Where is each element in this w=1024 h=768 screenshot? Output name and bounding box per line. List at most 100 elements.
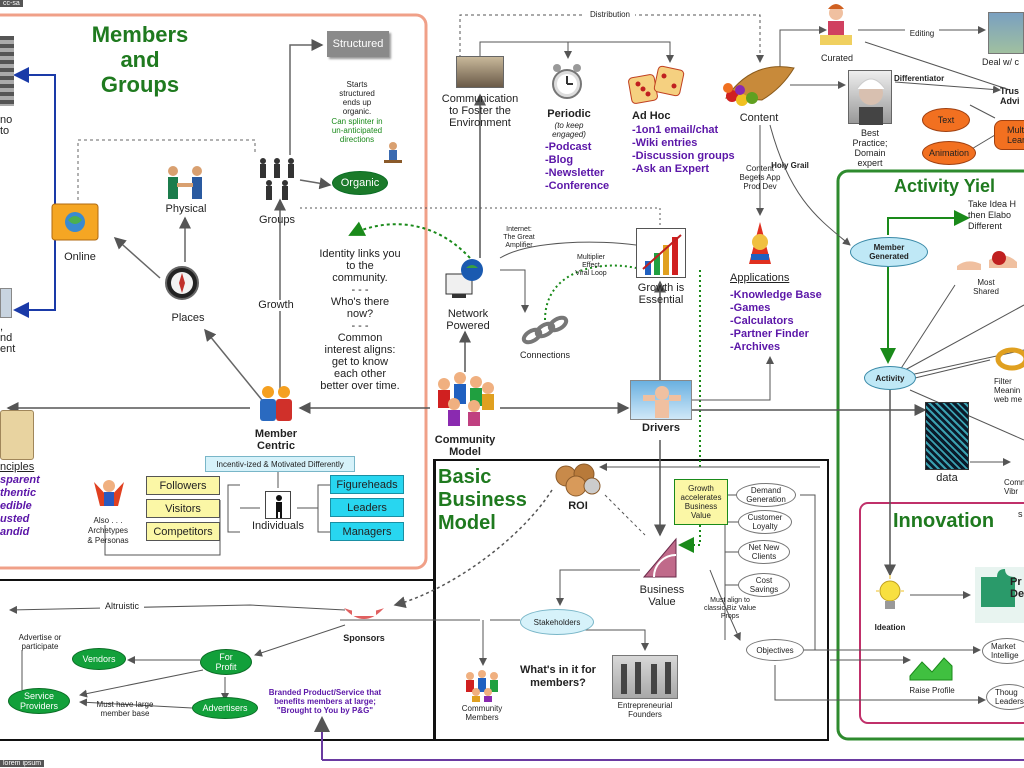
figureheads-box: Figureheads xyxy=(330,475,404,494)
incentivized-banner: Incentiv-ized & Motivated Differently xyxy=(205,456,355,472)
internet-label: Internet: The Great Amplifier xyxy=(503,226,535,249)
stakeholders-node: Stakeholders xyxy=(520,609,594,635)
customer-loyalty-node: Customer Loyalty xyxy=(738,510,792,534)
applications-list: -Knowledge Base-Games-Calculators-Partne… xyxy=(730,289,822,354)
bbm-title-line-3: Model xyxy=(438,512,496,534)
application-item: -Games xyxy=(730,302,771,314)
followers-box: Followers xyxy=(146,476,220,495)
community-model-label: Community Model xyxy=(434,434,496,458)
community-members-icon xyxy=(462,668,502,702)
title-line-1: Members xyxy=(91,22,189,47)
text-node: Text xyxy=(922,108,970,132)
climber-icon xyxy=(380,140,406,166)
individual-person-icon xyxy=(265,491,291,519)
periodic-item: -Conference xyxy=(545,180,610,192)
content-begets-label: Content Begets App Prod Dev xyxy=(739,164,781,191)
thought-leaders-node: Thoug Leaders xyxy=(986,684,1024,710)
managers-box: Managers xyxy=(330,522,404,541)
organic-node: Organic xyxy=(332,171,388,195)
differentiator-label: Differentiator xyxy=(894,74,945,83)
periodic-subtitle: (to keep engaged) xyxy=(552,121,586,139)
community-crowd-icon xyxy=(432,368,498,428)
members-groups-title: Members and Groups xyxy=(80,22,200,97)
periodic-item: -Blog xyxy=(545,154,574,166)
growth-arrow-label: Growth xyxy=(252,300,300,311)
network-powered-label: Network Powered xyxy=(446,308,490,332)
holy-grail-label: Holy Grail xyxy=(771,161,809,170)
application-item: -Calculators xyxy=(730,315,794,327)
curator-person-icon xyxy=(816,3,856,49)
trust-label: Trus Advi xyxy=(1000,86,1020,106)
cost-savings-node: Cost Savings xyxy=(738,573,790,597)
service-providers-node: Service Providers xyxy=(8,688,70,714)
principle-item: andid xyxy=(0,526,30,538)
principle-item: sparent xyxy=(0,474,40,486)
dice-icon xyxy=(626,64,686,108)
footer-tag: lorem ipsum xyxy=(0,760,45,767)
identity-text: Identity links you to the community. - -… xyxy=(319,248,401,392)
scroll-icon xyxy=(0,410,34,460)
take-idea-text: Take Idea H then Elabo Different xyxy=(968,199,1017,231)
deal-landscape-photo xyxy=(988,12,1024,54)
online-label: Online xyxy=(64,251,96,263)
principle-item: usted xyxy=(0,513,30,525)
business-model-title: Basic Business Model xyxy=(438,466,548,535)
periodic-item: -Newsletter xyxy=(545,167,605,179)
deal-label: Deal w/ c xyxy=(982,57,1020,67)
communication-label: Communication to Foster the Environment xyxy=(441,93,519,129)
application-item: -Knowledge Base xyxy=(730,289,822,301)
leaders-box: Leaders xyxy=(330,498,404,517)
title-line-3: Groups xyxy=(100,72,180,97)
roi-label: ROI xyxy=(568,500,588,512)
groups-label: Groups xyxy=(258,214,296,226)
application-item: -Partner Finder xyxy=(730,328,809,340)
protractor-icon xyxy=(640,535,680,581)
alarm-clock-icon xyxy=(550,58,584,104)
large-member-base-label: Must have large member base xyxy=(96,700,154,718)
filter-label: Filter Meanin web me xyxy=(994,377,1023,404)
community-members-label: Community Members xyxy=(461,704,503,722)
principle-item: edible xyxy=(0,500,32,512)
vendors-node: Vendors xyxy=(72,648,126,670)
adhoc-item: -1on1 email/chat xyxy=(632,124,719,136)
animation-node: Animation xyxy=(922,141,976,165)
sharing-hands-icon xyxy=(955,248,1019,276)
applications-title: Applications xyxy=(730,272,790,284)
sponsors-label: Sponsors xyxy=(343,633,385,643)
branded-product-label: Branded Product/Service that benefits me… xyxy=(268,688,382,715)
individuals-label: Individuals xyxy=(252,520,304,532)
data-matrix-image xyxy=(925,402,969,470)
for-profit-node: For Profit xyxy=(200,649,252,675)
business-value-label: Business Value xyxy=(639,584,685,608)
activity-yield-title: Activity Yiel xyxy=(894,176,996,196)
advertisers-node: Advertisers xyxy=(192,697,258,719)
left-fragment-1: no xyxy=(0,114,13,126)
puzzle-icon xyxy=(975,567,1024,623)
best-practice-label: Best Practice; Domain expert xyxy=(852,128,888,168)
license-tag: cc-sa xyxy=(0,0,23,7)
altruistic-label: Altruistic xyxy=(100,601,144,612)
adhoc-item: -Ask an Expert xyxy=(632,163,710,175)
network-computer-icon xyxy=(444,256,490,302)
product-dev-label: Pr Dev xyxy=(1010,576,1024,600)
editing-label: Editing xyxy=(905,28,939,39)
connections-label: Connections xyxy=(519,350,571,360)
founders-photo xyxy=(612,655,678,699)
bbm-title-line-1: Basic xyxy=(438,466,492,488)
coins-icon xyxy=(554,462,602,498)
demand-generation-node: Demand Generation xyxy=(736,483,796,507)
advertise-label: Advertise or participate xyxy=(18,633,62,651)
visitors-box: Visitors xyxy=(146,499,220,518)
most-shared-label: Most Shared xyxy=(973,278,999,296)
must-align-label: Must align to classic Biz Value Props xyxy=(703,597,756,620)
application-item: -Archives xyxy=(730,341,781,353)
market-intelligence-node: Market Intellige xyxy=(982,638,1024,664)
places-label: Places xyxy=(171,312,205,324)
left-fragment-3: , nd ent xyxy=(0,321,16,355)
ideation-label: Ideation xyxy=(874,623,906,632)
curated-label: Curated xyxy=(820,53,854,63)
multi-learn-node: Mult Learn xyxy=(994,120,1024,150)
principles-label: nciples xyxy=(0,461,35,473)
comm-label: Comm Vibr xyxy=(1004,478,1024,496)
